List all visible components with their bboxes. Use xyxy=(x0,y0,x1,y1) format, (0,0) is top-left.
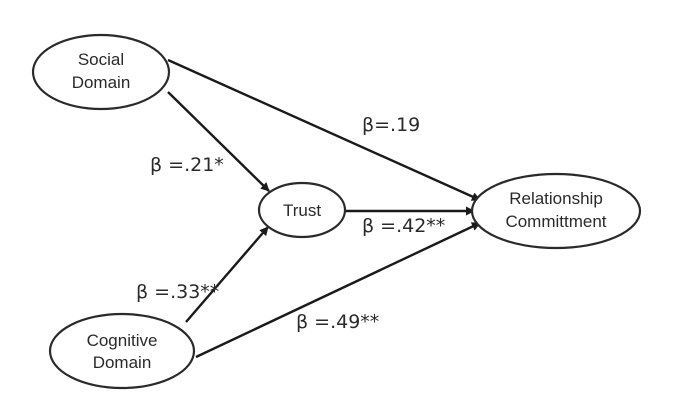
node-cognitive-domain: Cognitive Domain xyxy=(48,312,196,390)
node-relationship-commitment-line-2: Committment xyxy=(505,212,606,231)
node-relationship-commitment: Relationship Committment xyxy=(470,172,642,250)
node-trust: Trust xyxy=(257,181,347,239)
node-relationship-commitment-ellipse xyxy=(470,172,642,250)
edge-social-to-commitment xyxy=(167,58,481,202)
node-trust-ellipse xyxy=(257,181,347,239)
edges xyxy=(167,58,481,359)
edge-label-trust-commitment: β =.42** xyxy=(362,215,445,237)
node-relationship-commitment-line-1: Relationship xyxy=(509,189,603,208)
edge-label-cognitive-trust: β =.33** xyxy=(136,281,219,303)
node-social-domain: Social Domain xyxy=(31,33,171,111)
node-cognitive-domain-line-1: Cognitive xyxy=(87,331,158,350)
node-social-domain-line-1: Social xyxy=(78,50,124,69)
edge-label-social-trust: β =.21* xyxy=(150,154,224,176)
node-cognitive-domain-line-2: Domain xyxy=(93,353,152,372)
edge-cognitive-to-commitment xyxy=(195,221,481,359)
node-trust-label: Trust xyxy=(283,201,321,220)
node-social-domain-ellipse xyxy=(31,33,171,111)
node-cognitive-domain-ellipse xyxy=(48,312,196,390)
edge-labels: β=.19 β =.21* β =.42** β =.33** β =.49** xyxy=(136,114,445,333)
node-social-domain-line-2: Domain xyxy=(72,73,131,92)
edge-social-to-trust xyxy=(167,91,270,192)
edge-cognitive-to-trust xyxy=(185,226,269,323)
edge-label-cognitive-commitment: β =.49** xyxy=(296,311,379,333)
edge-label-social-commitment: β=.19 xyxy=(362,114,420,136)
